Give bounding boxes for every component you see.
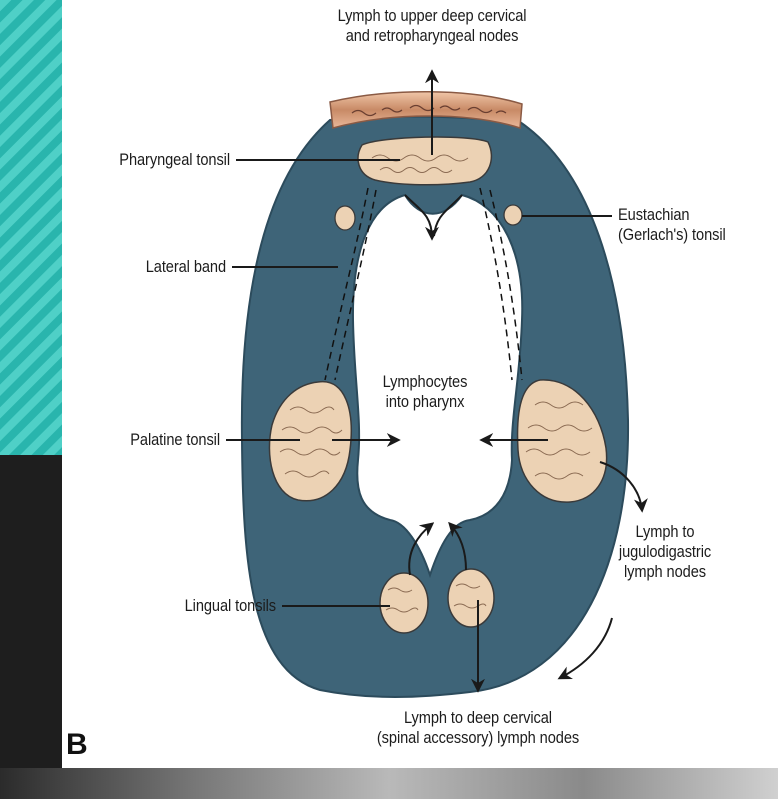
photo-strip (0, 768, 778, 799)
lingual-tonsil-right (447, 568, 495, 628)
adenoid-crypts (351, 104, 507, 117)
label-bottom-lymph: Lymph to deep cervical (spinal accessory… (376, 708, 580, 747)
panel-letter: B (66, 728, 88, 761)
dark-side-bar (0, 455, 62, 799)
lateral-bands (324, 187, 523, 381)
eustachian-tonsil-right (503, 204, 523, 226)
arrow-pharyngeal-down-right (433, 194, 463, 237)
label-top-lymph: Lymph to upper deep cervical and retroph… (337, 6, 527, 45)
arrow-jugulodigastric (599, 461, 648, 513)
leader-lines (226, 159, 612, 607)
label-jugulodigastric: Lymph to jugulodigastric lymph nodes (618, 522, 712, 581)
label-pharyngeal-tonsil: Pharyngeal tonsil (119, 150, 230, 169)
label-lingual-tonsils: Lingual tonsils (184, 596, 276, 615)
eustachian-tonsil-left (334, 205, 356, 231)
arrow-pharyngeal-down (404, 194, 439, 241)
arrow-lingual-right-up (448, 521, 467, 571)
teal-striped-border (0, 0, 62, 455)
label-lateral-band: Lateral band (145, 257, 226, 276)
flow-arrows (332, 69, 648, 693)
label-lymphocytes: Lymphocytes into pharynx (382, 372, 468, 411)
palatine-tonsil-right (516, 379, 608, 503)
lingual-tonsil-left (379, 572, 429, 634)
label-palatine-tonsil: Palatine tonsil (130, 430, 220, 449)
arrow-spinal-accessory (557, 617, 613, 680)
label-eustachian-tonsil: Eustachian (Gerlach's) tonsil (618, 205, 726, 244)
lymphoid-texture (279, 154, 593, 613)
arrow-lingual-left-up (408, 522, 435, 576)
